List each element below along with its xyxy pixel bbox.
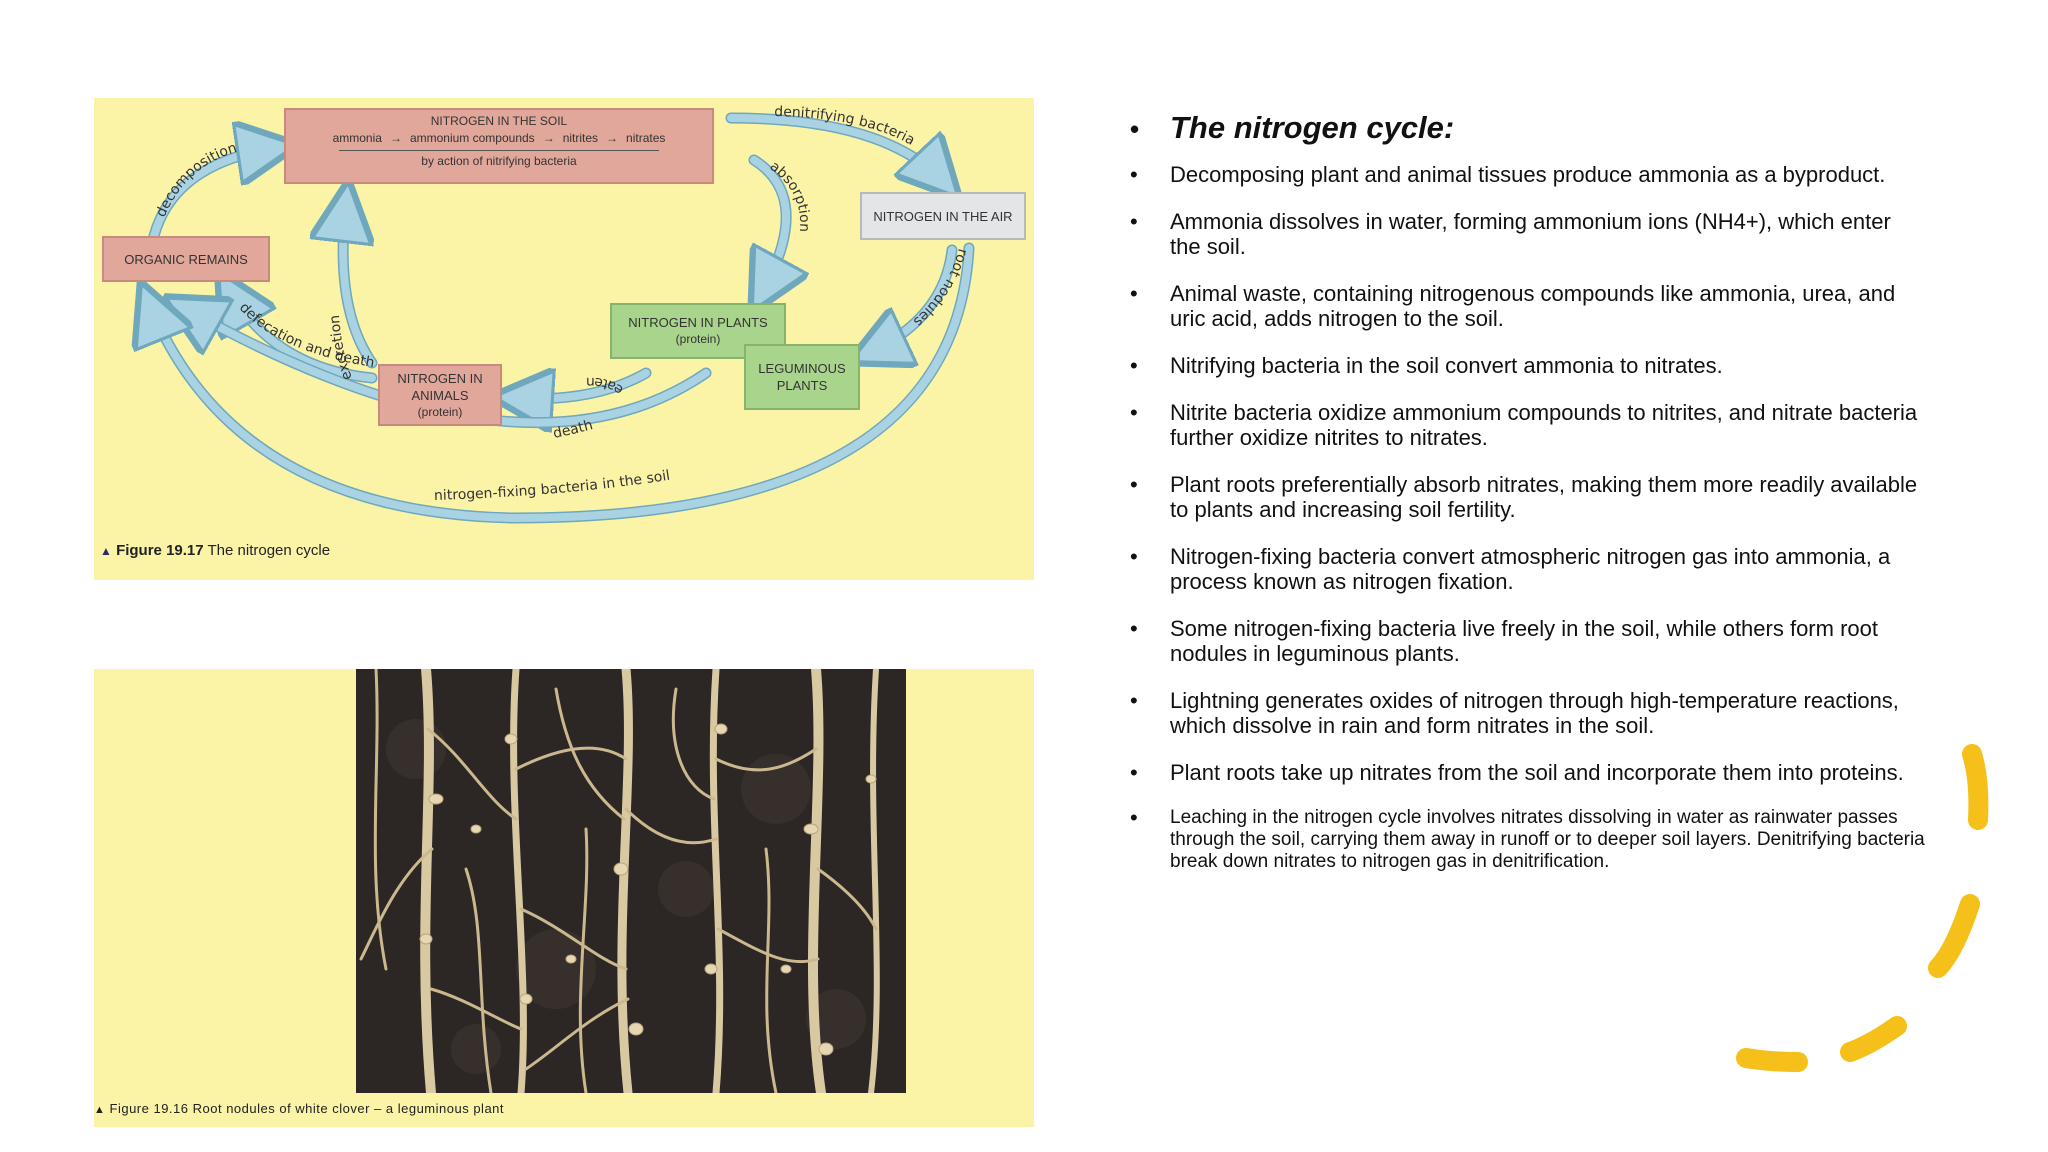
list-item-text: Nitrite bacteria oxidize ammonium compou… — [1170, 400, 1918, 450]
list-item: • Nitrite bacteria oxidize ammonium compo… — [1125, 400, 1925, 450]
animals-sub: (protein) — [417, 404, 463, 419]
animals-title: NITROGEN IN ANIMALS — [397, 370, 483, 403]
list-item-text: Nitrogen-fixing bacteria convert atmosph… — [1170, 544, 1891, 594]
bullet-icon: • — [1130, 805, 1138, 830]
figure2-caption-text: Figure 19.16 Root nodules of white clove… — [109, 1101, 505, 1116]
list-item: • Decomposing plant and animal tissues pr… — [1125, 162, 1925, 187]
air-box: NITROGEN IN THE AIR — [860, 192, 1026, 240]
cycle-arrows: denitrifying bacteria decomposition abso… — [94, 104, 975, 524]
soil-box: NITROGEN IN THE SOIL ammonia → ammonium … — [284, 108, 714, 184]
bullet-icon: • — [1130, 472, 1138, 497]
arrow-icon: → — [606, 131, 619, 145]
list-item: • Plant roots take up nitrates from the s… — [1125, 760, 1925, 785]
notes-heading: The nitrogen cycle: — [1170, 110, 1455, 145]
soil-nitrites: nitrites — [562, 131, 599, 145]
soil-sequence: ammonia → ammonium compounds → nitrites … — [333, 130, 666, 147]
figure1-title: The nitrogen cycle — [207, 542, 331, 559]
figure2-caption: ▲ Figure 19.16 Root nodules of white clo… — [94, 1101, 504, 1116]
list-item-text: Lightning generates oxides of nitrogen t… — [1170, 688, 1899, 738]
figure1-number: Figure 19.17 — [116, 542, 204, 559]
bullet-icon: • — [1130, 400, 1138, 425]
bullet-icon: • — [1130, 544, 1138, 569]
bullet-icon: • — [1130, 114, 1140, 144]
leguminous-label: LEGUMINOUS PLANTS — [758, 361, 846, 393]
bullet-icon: • — [1130, 209, 1138, 234]
nitrogen-cycle-notes: • The nitrogen cycle: • Decomposing plant… — [1125, 108, 1925, 895]
list-item-text: Leaching in the nitrogen cycle involves … — [1170, 807, 1925, 872]
list-item: • Leaching in the nitrogen cycle involves… — [1125, 807, 1925, 873]
list-item: • Animal waste, containing nitrogenous co… — [1125, 281, 1925, 331]
air-label: NITROGEN IN THE AIR — [873, 208, 1013, 224]
list-item: • Nitrogen-fixing bacteria convert atmosp… — [1125, 544, 1925, 594]
bullet-icon: • — [1130, 616, 1138, 641]
decorative-swoosh — [1736, 744, 1989, 1072]
bullet-icon: • — [1130, 162, 1138, 187]
list-item-text: Plant roots take up nitrates from the so… — [1170, 760, 1904, 785]
bullet-icon: • — [1130, 353, 1138, 378]
figure1-caption: ▲ Figure 19.17 The nitrogen cycle — [100, 542, 330, 559]
bullet-icon: • — [1130, 760, 1138, 785]
leguminous-box: LEGUMINOUS PLANTS — [744, 344, 860, 410]
organic-remains-box: ORGANIC REMAINS — [102, 236, 270, 282]
list-item: • Some nitrogen-fixing bacteria live free… — [1125, 616, 1925, 666]
nitrogen-cycle-diagram: denitrifying bacteria decomposition abso… — [94, 98, 1034, 580]
plants-sub: (protein) — [675, 332, 721, 346]
roots-illustration — [356, 669, 906, 1093]
list-item-text: Some nitrogen-fixing bacteria live freel… — [1170, 616, 1878, 666]
list-item-text: Plant roots preferentially absorb nitrat… — [1170, 472, 1918, 522]
list-item-text: Ammonia dissolves in water, forming ammo… — [1170, 209, 1891, 259]
triangle-icon: ▲ — [94, 1104, 106, 1116]
list-item-text: Animal waste, containing nitrogenous com… — [1170, 281, 1896, 331]
arrow-icon: → — [389, 131, 402, 145]
list-item: • Nitrifying bacteria in the soil convert… — [1125, 353, 1925, 378]
soil-ammonium: ammonium compounds — [409, 131, 535, 145]
arrow-icon: → — [542, 131, 555, 145]
soil-title: NITROGEN IN THE SOIL — [430, 114, 568, 128]
plants-title: NITROGEN IN PLANTS — [628, 315, 768, 330]
notes-heading-item: • The nitrogen cycle: — [1125, 108, 1925, 148]
soil-nitrates: nitrates — [626, 131, 666, 145]
soil-action: by action of nitrifying bacteria — [339, 150, 659, 170]
bullet-icon: • — [1130, 281, 1138, 306]
list-item-text: Nitrifying bacteria in the soil convert … — [1170, 353, 1723, 378]
list-item-text: Decomposing plant and animal tissues pro… — [1170, 162, 1886, 187]
root-nodules-figure: ▲ Figure 19.16 Root nodules of white clo… — [94, 669, 1034, 1127]
organic-label: ORGANIC REMAINS — [124, 251, 248, 267]
list-item: • Lightning generates oxides of nitrogen … — [1125, 688, 1925, 738]
soil-ammonia: ammonia — [332, 131, 382, 145]
bullet-icon: • — [1130, 688, 1138, 713]
root-nodules-photo — [356, 669, 906, 1093]
animals-box: NITROGEN IN ANIMALS (protein) — [378, 364, 502, 426]
list-item: • Plant roots preferentially absorb nitra… — [1125, 472, 1925, 522]
nitrogen-fixing-label: nitrogen-fixing bacteria in the soil — [434, 468, 671, 504]
triangle-icon: ▲ — [100, 544, 112, 558]
list-item: • Ammonia dissolves in water, forming amm… — [1125, 209, 1925, 259]
